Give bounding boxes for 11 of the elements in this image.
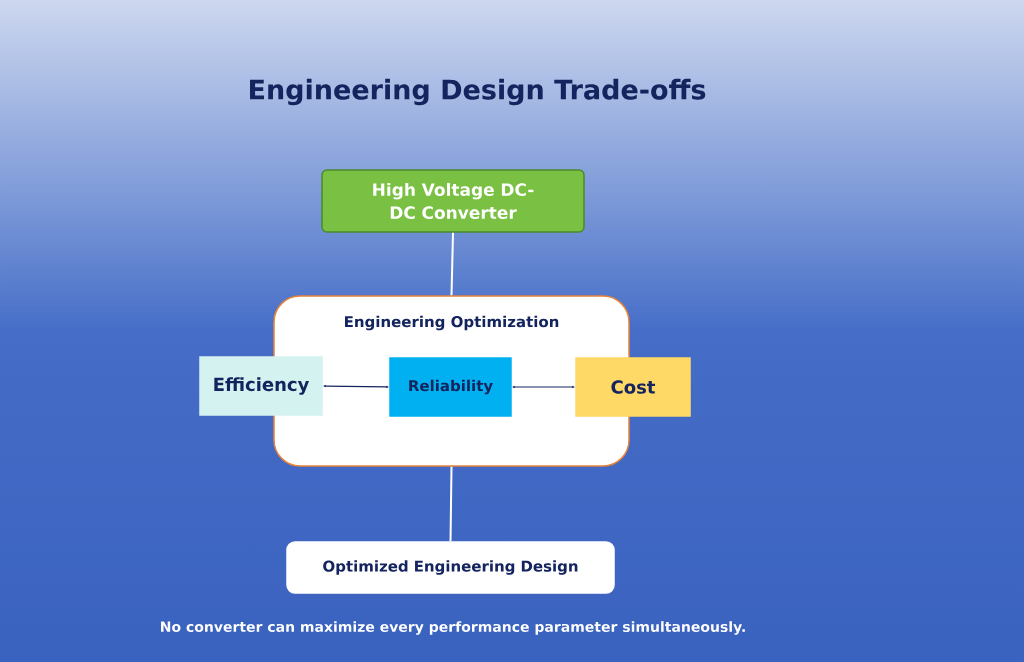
connector-line	[449, 465, 453, 543]
converter-box: High Voltage DC-DC Converter	[321, 169, 585, 233]
factor-box: Cost	[575, 357, 691, 417]
tradeoff-arrow	[323, 384, 389, 389]
connector-line	[450, 231, 454, 297]
slide-title: Engineering Design Trade-offs	[250, 78, 706, 106]
caption: No converter can maximize every performance parameter simultaneously.	[161, 621, 745, 635]
result-box: Optimized Engineering Design	[286, 541, 615, 594]
factor-box: Efficiency	[199, 356, 323, 416]
factor-box: Reliability	[389, 357, 512, 417]
tradeoff-arrow	[512, 385, 575, 389]
